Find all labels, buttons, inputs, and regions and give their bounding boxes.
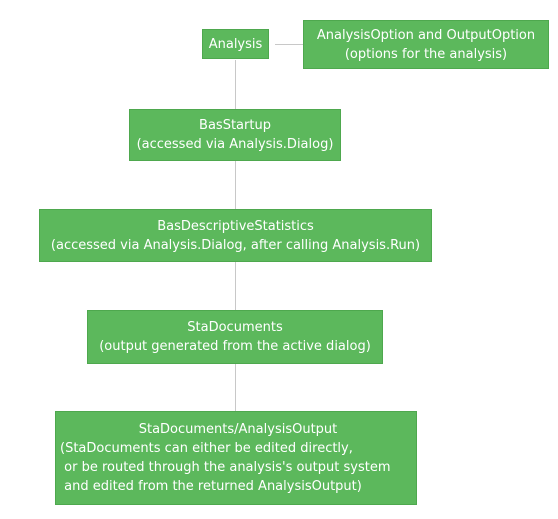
bas-startup-node-subtitle: (accessed via Analysis.Dialog): [136, 137, 334, 152]
analysis-option-node-title: AnalysisOption and OutputOption: [316, 27, 536, 43]
connector-analysis-to-options: [275, 44, 303, 45]
bas-descriptive-statistics-node[interactable]: BasDescriptiveStatistics (accessed via A…: [39, 209, 432, 262]
analysis-node-title: Analysis: [208, 36, 263, 52]
bas-startup-node-title: BasStartup: [199, 118, 271, 133]
connector-analysis-to-basstartup: [235, 60, 236, 109]
sta-documents-node-subtitle: (output generated from the active dialog…: [99, 339, 371, 354]
bas-descriptive-statistics-node-title: BasDescriptiveStatistics: [157, 218, 314, 234]
analysis-output-node-title: StaDocuments/AnalysisOutput: [138, 422, 338, 437]
connector-stadocuments-to-analysisoutput: [235, 364, 236, 411]
bas-startup-node[interactable]: BasStartup (accessed via Analysis.Dialog…: [129, 109, 341, 161]
connector-basdescriptive-to-stadocuments: [235, 262, 236, 310]
analysis-output-node[interactable]: StaDocuments/AnalysisOutput (StaDocument…: [55, 411, 417, 505]
analysis-output-node-line-1: (StaDocuments can either be edited direc…: [60, 441, 353, 456]
bas-descriptive-statistics-node-subtitle: (accessed via Analysis.Dialog, after cal…: [50, 237, 421, 253]
analysis-output-node-line-2: or be routed through the analysis's outp…: [60, 460, 391, 475]
sta-documents-node[interactable]: StaDocuments (output generated from the …: [87, 310, 383, 364]
connector-basstartup-to-basdescriptive: [235, 161, 236, 209]
analysis-node[interactable]: Analysis: [202, 29, 269, 59]
analysis-option-node[interactable]: AnalysisOption and OutputOption (options…: [303, 20, 549, 69]
analysis-option-node-subtitle: (options for the analysis): [344, 46, 508, 62]
sta-documents-node-title: StaDocuments: [187, 320, 283, 335]
analysis-output-node-line-3: and edited from the returned AnalysisOut…: [60, 479, 362, 494]
